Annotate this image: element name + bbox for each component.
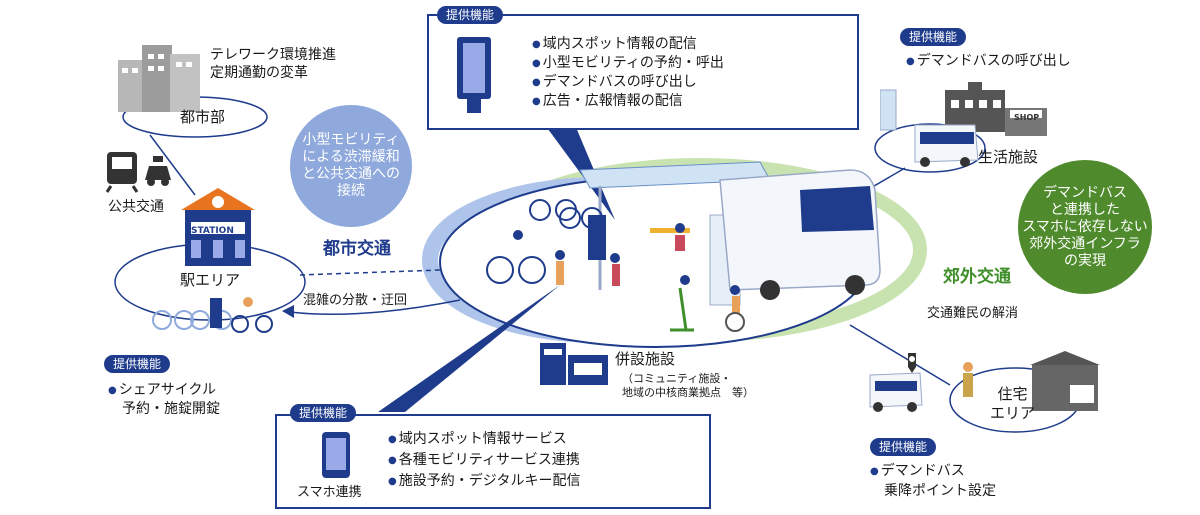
arrow-head — [282, 305, 294, 318]
share-cycle-icon — [152, 297, 273, 333]
urban-traffic-label: 都市交通 — [323, 239, 391, 259]
residential-label: 住宅 エリア — [990, 385, 1036, 422]
city-station-link — [149, 134, 196, 196]
suburban-traffic-note: 交通難民の解消 — [927, 306, 1019, 321]
shop-sign: SHOP — [1014, 113, 1040, 122]
right-top-function-tag: 提供機能 — [900, 28, 967, 46]
living-facility-icon — [880, 82, 1047, 167]
suburban-traffic-label: 郊外交通 — [943, 267, 1011, 287]
bottom-function-tag: 提供機能 — [290, 404, 357, 422]
top-function-tag: 提供機能 — [437, 6, 504, 24]
top-item-1: 域内スポット情報の配信 — [532, 35, 697, 54]
facility-icon — [540, 343, 608, 385]
right-top-item-1: デマンドバスの呼び出し — [906, 52, 1071, 71]
facility-note: （コミュニティ施設・ 地域の中核商業拠点 等） — [622, 372, 754, 399]
facility-label: 併設施設 — [615, 350, 676, 368]
right-bottom-item-2: 乗降ポイント設定 — [884, 483, 996, 499]
top-item-2: 小型モビリティの予約・呼出 — [532, 54, 724, 73]
bottom-item-1: 域内スポット情報サービス — [388, 430, 567, 449]
left-item-2: 予約・施錠開錠 — [122, 401, 220, 417]
left-function-tag: 提供機能 — [104, 355, 171, 373]
signage-icon — [457, 37, 491, 113]
city-label: 都市部 — [180, 108, 226, 126]
station-label: 駅エリア — [180, 271, 241, 289]
city-note-1: テレワーク環境推進 — [210, 47, 336, 63]
top-item-4: 広告・広報情報の配信 — [532, 92, 683, 111]
bottom-item-3: 施設予約・デジタルキー配信 — [388, 472, 581, 491]
public-transit-label: 公共交通 — [108, 199, 164, 215]
station-sign: STATION — [191, 226, 234, 236]
hub-illustration — [486, 161, 881, 332]
station-return-arrow — [289, 299, 461, 316]
bottom-item-2: 各種モビリティサービス連携 — [388, 451, 580, 470]
top-callout-wedge — [545, 125, 615, 220]
smartphone-label: スマホ連携 — [297, 485, 362, 500]
bottom-callout-wedge — [378, 285, 560, 412]
train-taxi-icon — [105, 152, 171, 193]
right-bottom-function-tag: 提供機能 — [870, 438, 937, 456]
urban-dashed-link — [299, 269, 441, 276]
left-item-1: シェアサイクル — [108, 381, 216, 400]
smartphone-icon — [322, 432, 350, 478]
top-item-3: デマンドバスの呼び出し — [532, 73, 697, 92]
urban-traffic-note: 混雑の分散・迂回 — [303, 293, 408, 308]
mobility-bubble: 小型モビリティ による渋滞緩和 と公共交通への 接続 — [290, 105, 412, 227]
residential-link — [849, 324, 951, 386]
station-building-icon — [181, 188, 255, 266]
suburban-bubble: デマンドバス と連携した スマホに依存しない 郊外交通インフラ の実現 — [1018, 160, 1152, 294]
city-note-2: 定期通勤の変革 — [210, 65, 308, 81]
right-bottom-item-1: デマンドバス — [870, 462, 965, 481]
residential-icon — [869, 351, 1100, 412]
city-buildings-icon — [118, 45, 200, 112]
living-facility-label: 生活施設 — [978, 148, 1039, 166]
